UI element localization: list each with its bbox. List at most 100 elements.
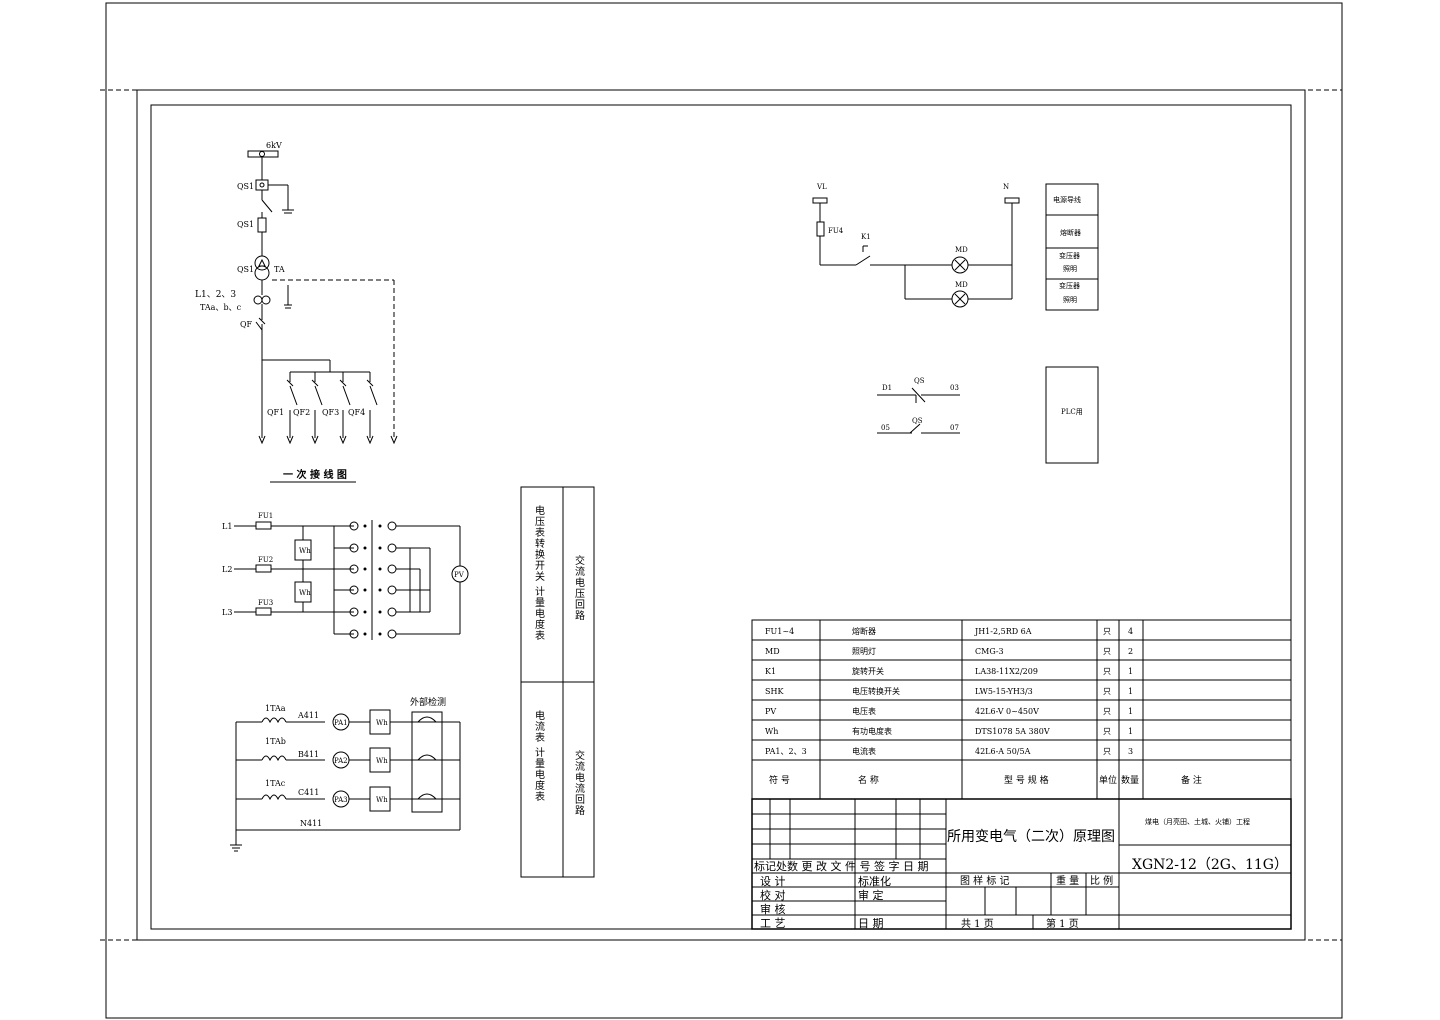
page-number: 第 1 页 (1046, 917, 1079, 930)
drawing-title: 所用变电气（二次）原理图 (947, 829, 1115, 845)
parts-row-3-name: 旋转开关 (852, 666, 884, 676)
parts-row-2-symbol: MD (765, 647, 780, 656)
fu4-label: FU4 (828, 227, 844, 235)
parts-row-1-spec: JH1-2,5RD 6A (974, 627, 1032, 636)
l1-label: L1 (222, 522, 232, 531)
legend-lighting-2: 照明 (1063, 296, 1077, 304)
parts-row-5-spec: 42L6-V 0~450V (975, 707, 1039, 716)
qf3-label: QF3 (322, 408, 339, 417)
c411-label: C411 (298, 788, 319, 797)
primary-wiring-diagram: 6kV QS1 QS1 QS1 TA L1、2、3 TAa、b、c QF (195, 141, 398, 483)
l3-label: L3 (222, 608, 232, 617)
header-symbol: 符 号 (769, 774, 790, 786)
tabc-label: TAa、b、c (200, 303, 242, 312)
voltage-side-box: 电压表转换开关 计量电度表 交流电压回路 (520, 486, 595, 683)
legend-power-line: 电源导线 (1053, 195, 1081, 204)
drawing-border (150, 104, 1292, 930)
n411-label: N411 (300, 819, 322, 828)
pa3-meter-label: PA3 (334, 796, 348, 804)
legend-fuse: 熔断器 (1060, 228, 1081, 237)
weight-label: 重 量 (1056, 874, 1079, 887)
parts-row-7-spec: 42L6-A 50/5A (975, 747, 1031, 756)
qf1-label: QF1 (267, 408, 284, 417)
md-label-2: MD (955, 281, 968, 289)
header-spec: 型 号 规 格 (1004, 774, 1049, 786)
qf2-label: QF2 (293, 408, 310, 417)
parts-row-5-symbol: PV (765, 707, 776, 716)
title-block: 标记处数 更 改 文 件 号 签 字 日 期 设 计 校 对 审 核 工 艺 标… (751, 798, 1292, 930)
design-label: 设 计 (760, 875, 786, 888)
wh-current-label-3: Wh (376, 796, 388, 804)
fu1-label: FU1 (258, 512, 273, 520)
bus-voltage-label: 6kV (266, 141, 282, 150)
lighting-circuit: VL N FU4 K1 MD MD (812, 183, 1020, 308)
approval-label: 审 定 (858, 888, 884, 902)
project-name: 煤电（月亮田、土城、火铺）工程 (1145, 817, 1250, 826)
plc-box: PLC用 (1045, 366, 1099, 464)
b411-label: B411 (298, 750, 319, 759)
parts-row-7-quantity: 3 (1128, 747, 1133, 756)
drawing-mark-label: 图 样 标 记 (960, 874, 1010, 887)
process-label: 工 艺 (760, 917, 786, 930)
outer-border (105, 2, 1343, 1019)
parts-row-5-quantity: 1 (1128, 707, 1133, 716)
parts-row-4-name: 电压转换开关 (852, 686, 900, 696)
ta-a-label: 1TAa (265, 704, 286, 713)
qs-label-bottom: QS (912, 417, 923, 425)
pv-meter-label: PV (454, 571, 465, 579)
drawing-number: XGN2-12（2G、11G） (1132, 857, 1288, 873)
qs1-label-mid: QS1 (237, 220, 254, 229)
current-circuit: 1TAa 1TAb 1TAc A411 B411 C411 N411 外部检测 … (230, 696, 461, 852)
parts-row-1-name: 熔断器 (852, 626, 876, 636)
ta-c-label: 1TAc (265, 779, 286, 788)
header-quantity: 数量 (1121, 774, 1139, 786)
parts-row-6-unit: 只 (1103, 727, 1111, 736)
review-label: 审 核 (760, 902, 786, 916)
fu2-label: FU2 (258, 556, 273, 564)
qf4-label: QF4 (348, 408, 365, 417)
terminal-05-label: 05 (881, 424, 890, 432)
qs-switch-contacts: D1 QS 03 05 QS 07 (877, 377, 960, 434)
parts-row-4-quantity: 1 (1128, 687, 1133, 696)
scale-label: 比 例 (1090, 874, 1113, 887)
current-box-right-text: 交流电流回路 (573, 749, 585, 816)
d1-label: D1 (882, 384, 892, 392)
voltage-box-right-text: 交流电压回路 (573, 554, 585, 621)
md-label-1: MD (955, 246, 968, 254)
parts-row-7-symbol: PA1、2、3 (765, 747, 807, 756)
voltage-box-left-text: 电压表转换开关 计量电度表 (533, 504, 545, 641)
qf-label: QF (240, 320, 253, 329)
plc-label: PLC用 (1061, 408, 1083, 416)
terminal-03-label: 03 (950, 384, 959, 392)
wh-current-label-2: Wh (376, 757, 388, 765)
parts-row-4-spec: LW5-15-YH3/3 (975, 687, 1033, 696)
parts-row-6-spec: DTS1078 5A 380V (975, 727, 1050, 736)
l123-label: L1、2、3 (195, 290, 236, 300)
legend-transformer-2: 变压器 (1059, 281, 1080, 290)
a411-label: A411 (297, 711, 319, 720)
parts-row-7-unit: 只 (1103, 747, 1111, 756)
header-unit: 单位 (1099, 774, 1117, 786)
primary-diagram-title: 一 次 接 线 图 (283, 468, 347, 481)
qs1-label-top: QS1 (237, 182, 254, 191)
qs-label-top: QS (914, 377, 925, 385)
qs1-label-transformer: QS1 (237, 265, 254, 274)
parts-row-1-unit: 只 (1103, 627, 1111, 636)
wh-current-label-1: Wh (376, 719, 388, 727)
pa2-meter-label: PA2 (334, 757, 348, 765)
parts-row-2-spec: CMG-3 (975, 647, 1004, 656)
parts-row-1-quantity: 4 (1128, 627, 1133, 636)
parts-row-6-name: 有功电度表 (852, 726, 892, 736)
wh-label-1: Wh (299, 547, 311, 555)
total-pages: 共 1 页 (961, 918, 994, 930)
parts-row-2-unit: 只 (1103, 647, 1111, 656)
current-side-box: 电流表 计量电度表 交流电流回路 (520, 681, 595, 878)
parts-row-2-quantity: 2 (1128, 647, 1133, 656)
fu3-label: FU3 (258, 599, 273, 607)
standardization-label: 标准化 (858, 874, 891, 888)
parts-row-3-quantity: 1 (1128, 667, 1133, 676)
revision-header: 标记处数 更 改 文 件 号 签 字 日 期 (754, 859, 928, 873)
terminal-07-label: 07 (950, 424, 959, 432)
